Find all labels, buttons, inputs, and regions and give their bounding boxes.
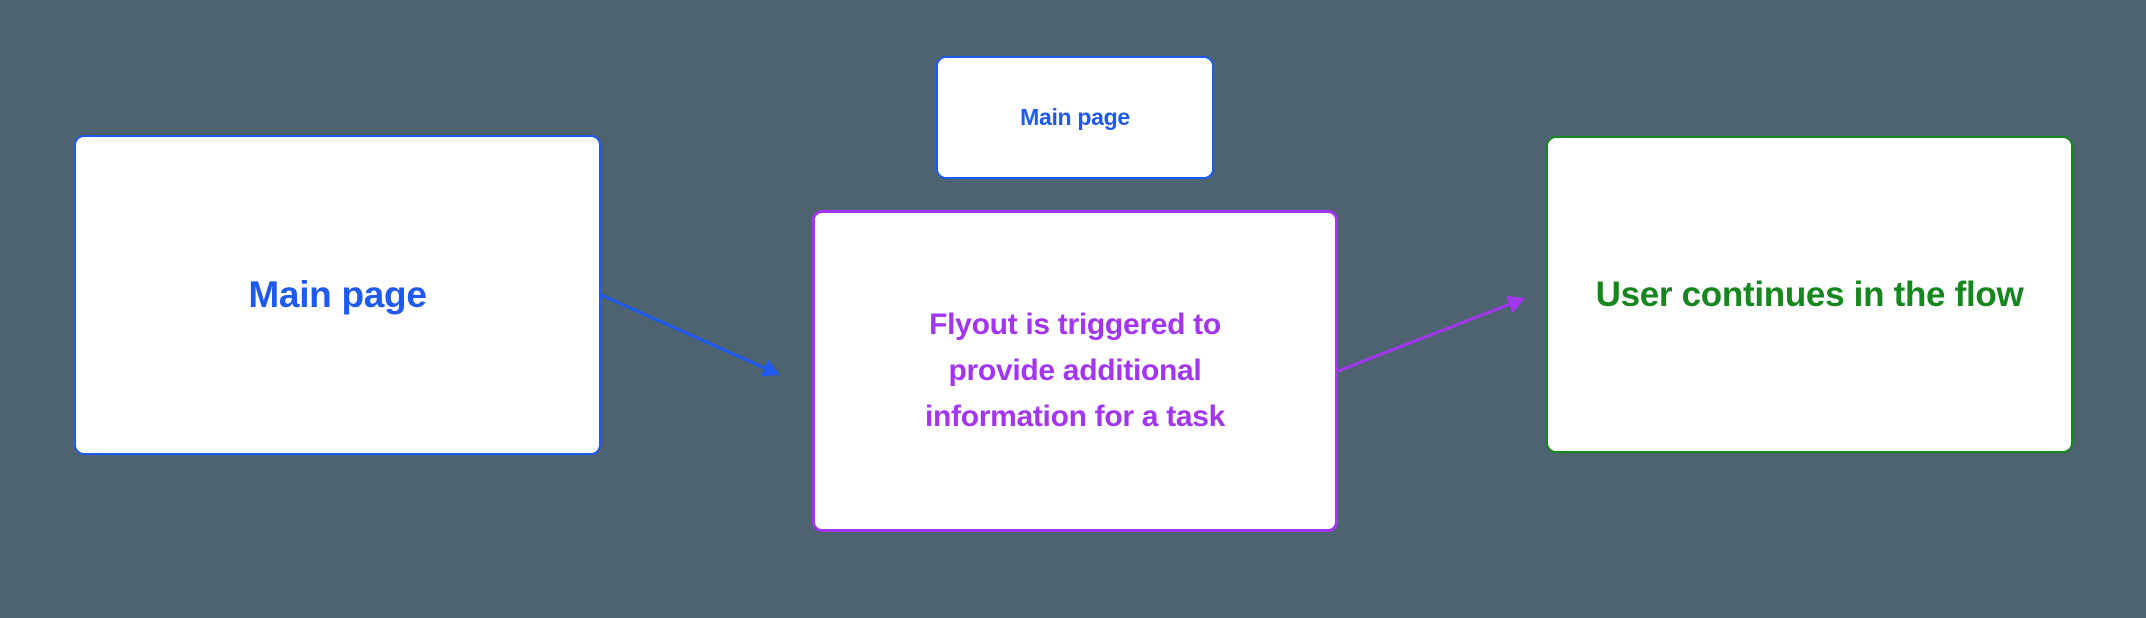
node-main-page-small-label: Main page: [1020, 104, 1130, 130]
arrow-flyout-to-continue: [1337, 295, 1525, 373]
node-flyout-triggered[interactable]: Flyout is triggered to provide additiona…: [812, 210, 1338, 532]
node-flyout-triggered-label: Flyout is triggered to provide additiona…: [924, 308, 1226, 433]
node-user-continues[interactable]: User continues in the flow: [1546, 136, 2073, 453]
node-main-page-small[interactable]: Main page: [936, 56, 1214, 179]
node-main-page-label: Main page: [248, 274, 427, 315]
node-main-page[interactable]: Main page: [74, 135, 601, 455]
node-user-continues-label: User continues in the flow: [1595, 274, 2024, 314]
arrow-main-to-flyout: [600, 293, 780, 377]
